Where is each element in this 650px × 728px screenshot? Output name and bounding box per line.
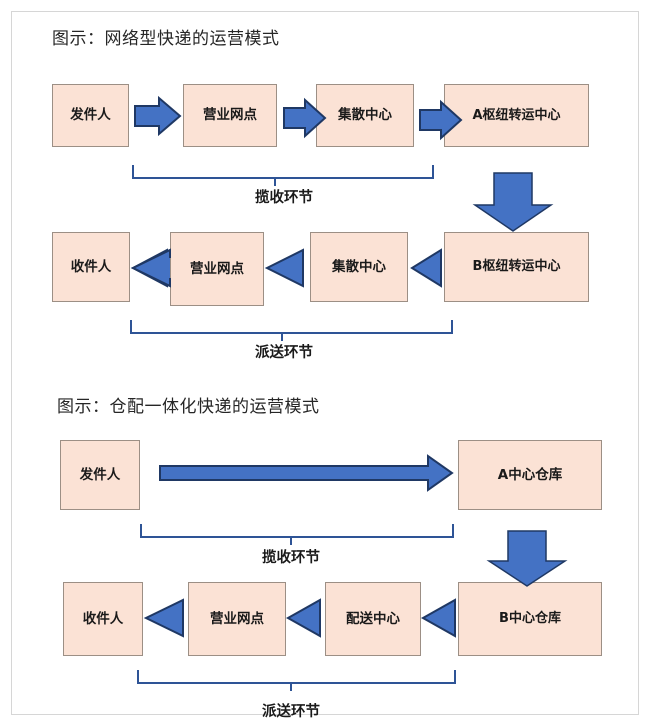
node-branch-outlet[interactable]: 营业网点: [183, 84, 277, 147]
bracket-label-delivery-2: 派送环节: [262, 704, 320, 720]
node-distribution-center[interactable]: 集散中心: [316, 84, 414, 147]
arrow-down-warehouse-a-to-warehouse-b: [486, 530, 568, 587]
arrow-right-outlet-to-distribution: [283, 97, 327, 139]
node-hub-a[interactable]: A枢纽转运中心: [444, 84, 589, 147]
bracket-pickup: [132, 165, 434, 186]
node-recipient[interactable]: 收件人: [52, 232, 130, 302]
node-central-warehouse-a[interactable]: A中心仓库: [458, 440, 602, 510]
bracket-delivery: [130, 320, 453, 341]
section-title-warehouse-model: 图示：仓配一体化快递的运营模式: [57, 397, 320, 416]
bracket-label-delivery: 派送环节: [255, 345, 313, 361]
section-title-network-model: 图示：网络型快递的运营模式: [52, 29, 280, 48]
arrow-right-sender-to-outlet: [134, 95, 182, 137]
node-branch-outlet-3[interactable]: 营业网点: [188, 582, 286, 656]
node-hub-b[interactable]: B枢纽转运中心: [444, 232, 589, 302]
arrow-right-distribution-to-hub-a: [419, 99, 463, 141]
arrow-down-hub-a-to-hub-b: [472, 172, 554, 232]
arrow-left-distribution-to-outlet: [264, 248, 304, 288]
arrow-left-delivery-center-to-outlet: [285, 598, 321, 638]
bracket-label-pickup: 揽收环节: [255, 190, 313, 206]
node-central-warehouse-b[interactable]: B中心仓库: [458, 582, 602, 656]
arrow-left-outlet-to-recipient-2: [143, 598, 184, 638]
node-sender[interactable]: 发件人: [52, 84, 129, 147]
node-recipient-2[interactable]: 收件人: [63, 582, 143, 656]
bracket-delivery-2: [137, 670, 456, 691]
node-distribution-center-2[interactable]: 集散中心: [310, 232, 408, 302]
arrow-long-right-sender-to-warehouse-a: [159, 454, 454, 492]
bracket-label-pickup-2: 揽收环节: [262, 550, 320, 566]
arrow-left-warehouse-b-to-delivery-center: [420, 598, 456, 638]
node-delivery-center[interactable]: 配送中心: [325, 582, 421, 656]
arrow-left-outlet-to-recipient-outline: [130, 248, 171, 288]
arrow-left-hub-b-to-distribution: [410, 248, 442, 288]
node-branch-outlet-2[interactable]: 营业网点: [170, 232, 264, 306]
node-sender-2[interactable]: 发件人: [60, 440, 140, 510]
bracket-pickup-2: [140, 524, 454, 545]
